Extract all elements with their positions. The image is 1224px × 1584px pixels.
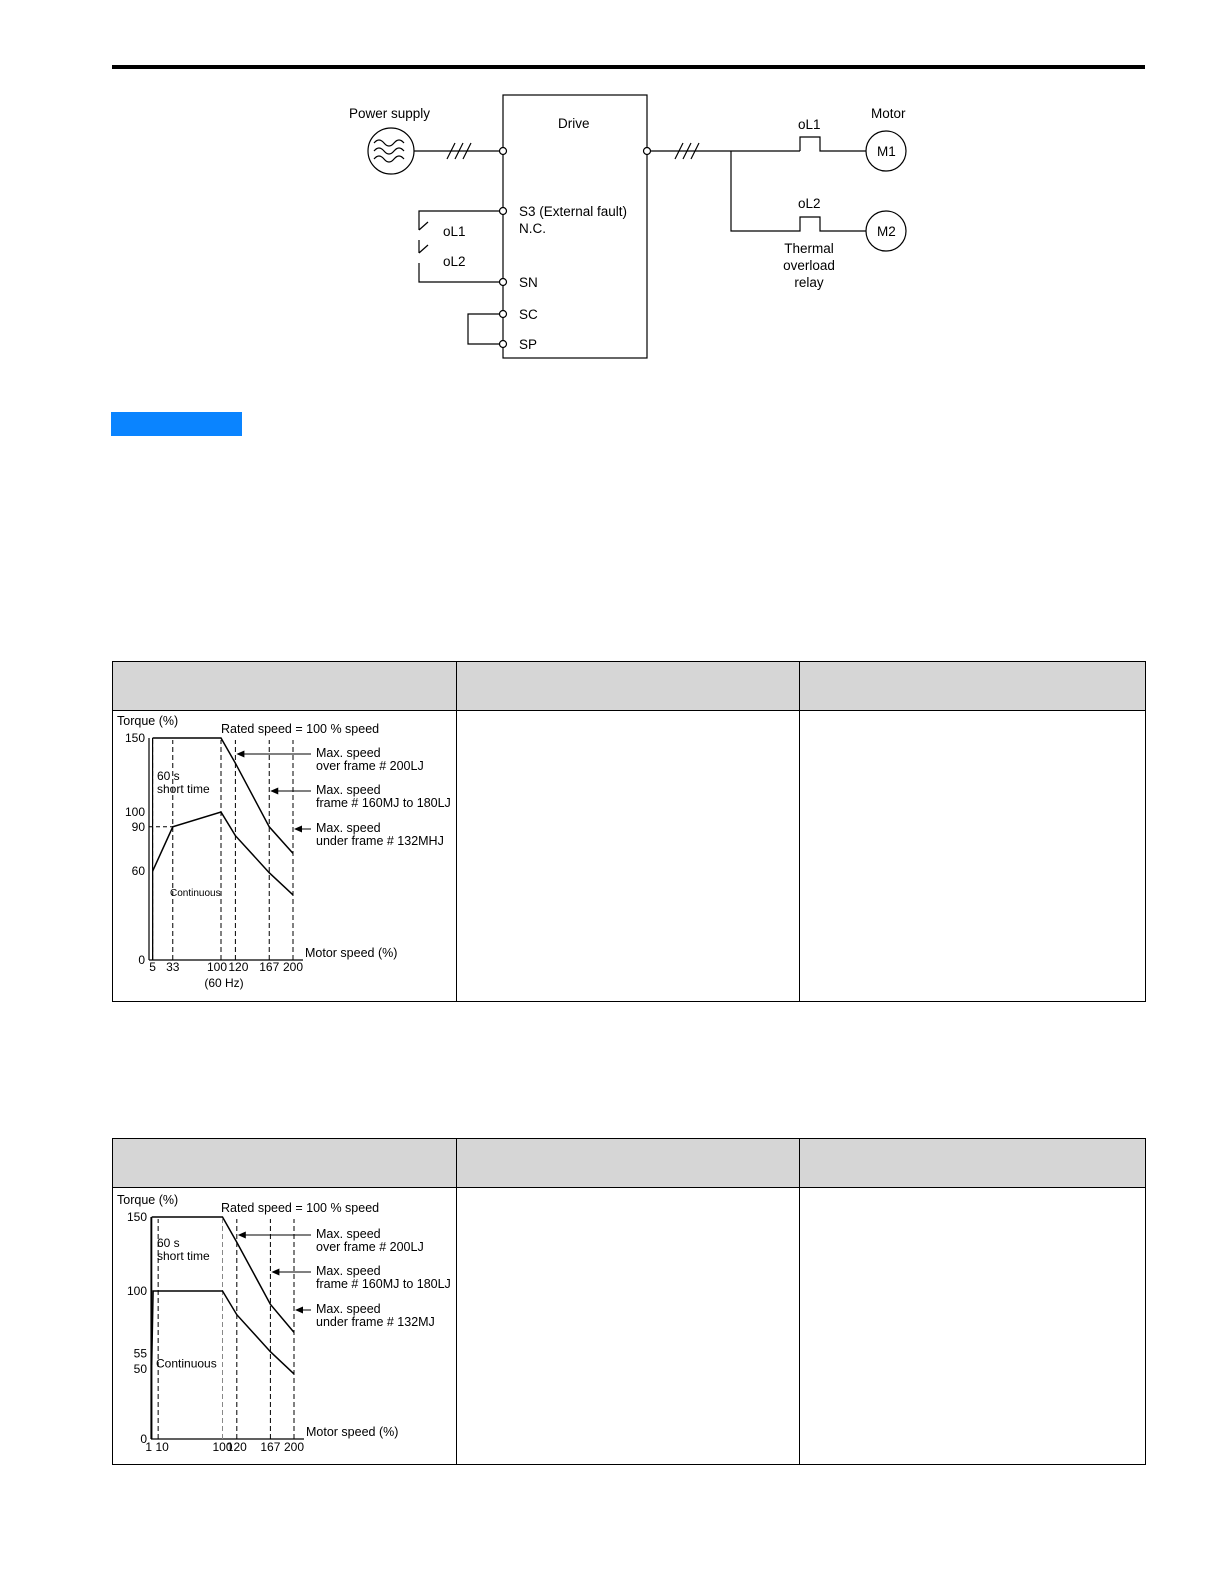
annotation-label: Max. speed bbox=[316, 1302, 381, 1316]
table1-header-3 bbox=[799, 661, 1146, 711]
annotation-label: frame # 160MJ to 180LJ bbox=[316, 1277, 451, 1291]
annotation-arrow-icon bbox=[237, 1231, 246, 1239]
y-tick-label: 90 bbox=[132, 820, 146, 834]
short-time-label-1: 60 s bbox=[157, 1236, 180, 1250]
series-line-short-time bbox=[151, 1216, 295, 1333]
annotation-arrow-icon bbox=[236, 750, 245, 758]
continuous-label: Continuous bbox=[156, 1357, 217, 1371]
top-rule bbox=[112, 65, 1145, 69]
table1-header-1 bbox=[112, 661, 457, 711]
annotation-label: under frame # 132MHJ bbox=[316, 834, 444, 848]
continuous-label: Continuous bbox=[170, 888, 221, 899]
relay-label-3: relay bbox=[794, 275, 824, 290]
table2-header-1 bbox=[112, 1138, 457, 1188]
rated-speed-label: Rated speed = 100 % speed bbox=[221, 1201, 379, 1215]
x-axis-title: Motor speed (%) bbox=[306, 1425, 398, 1439]
x-tick-label: 5 bbox=[149, 960, 156, 974]
y-axis-title: Torque (%) bbox=[117, 714, 178, 728]
table2-header-3 bbox=[799, 1138, 1146, 1188]
y-tick-label: 100 bbox=[127, 1284, 147, 1298]
drive-box bbox=[502, 94, 648, 359]
x-tick-label: 120 bbox=[228, 960, 248, 974]
x-tick-label: 100 bbox=[207, 960, 227, 974]
y-tick-label: 55 bbox=[134, 1347, 148, 1361]
sn-label: SN bbox=[519, 275, 538, 290]
series-line-continuous bbox=[151, 811, 294, 896]
ol2-label: oL2 bbox=[798, 196, 821, 211]
short-time-label-2: short time bbox=[157, 782, 210, 796]
sp-label: SP bbox=[519, 337, 537, 352]
wiring-diagram: Power supply Drive Motor oL1 oL2 M1 M2 S… bbox=[349, 94, 907, 359]
table1-cell-3 bbox=[799, 710, 1146, 1002]
relay-label-1: Thermal bbox=[784, 241, 834, 256]
annotation-label: Max. speed bbox=[316, 1264, 381, 1278]
x-note-label: (60 Hz) bbox=[204, 976, 243, 990]
ol1-label: oL1 bbox=[798, 117, 821, 132]
s3-label: S3 (External fault) bbox=[519, 204, 627, 219]
power-supply-icon bbox=[367, 127, 415, 175]
y-tick-label: 60 bbox=[132, 864, 146, 878]
series-line-continuous bbox=[150, 1290, 295, 1375]
annotation-label: frame # 160MJ to 180LJ bbox=[316, 796, 451, 810]
x-tick-label: 100 bbox=[212, 1440, 232, 1454]
y-tick-label: 100 bbox=[125, 805, 145, 819]
x-tick-label: 167 bbox=[260, 1440, 280, 1454]
annotation-label: Max. speed bbox=[316, 1227, 381, 1241]
motor-m1-icon bbox=[865, 130, 907, 172]
x-tick-label: 33 bbox=[166, 960, 180, 974]
y-tick-label: 0 bbox=[140, 1432, 147, 1446]
annotation-label: Max. speed bbox=[316, 821, 381, 835]
table2-cell-3 bbox=[799, 1187, 1146, 1465]
nc-label: N.C. bbox=[519, 221, 546, 236]
x-tick-label: 120 bbox=[227, 1440, 247, 1454]
annotation-label: over frame # 200LJ bbox=[316, 1240, 424, 1254]
rated-speed-label: Rated speed = 100 % speed bbox=[221, 722, 379, 736]
m1-label: M1 bbox=[877, 144, 896, 159]
x-tick-label: 1 bbox=[145, 1440, 152, 1454]
x-axis-title: Motor speed (%) bbox=[305, 946, 397, 960]
y-tick-label: 0 bbox=[138, 953, 145, 967]
x-tick-label: 200 bbox=[283, 960, 303, 974]
annotation-label: over frame # 200LJ bbox=[316, 759, 424, 773]
short-time-label-1: 60 s bbox=[157, 769, 180, 783]
annotation-label: Max. speed bbox=[316, 746, 381, 760]
annotation-label: Max. speed bbox=[316, 783, 381, 797]
contact-ol2-label: oL2 bbox=[443, 254, 466, 269]
table2-cell-2 bbox=[456, 1187, 800, 1465]
annotation-arrow-icon bbox=[270, 787, 279, 795]
contact-ol1-label: oL1 bbox=[443, 224, 466, 239]
annotation-arrow-icon bbox=[295, 1306, 303, 1314]
sc-label: SC bbox=[519, 307, 538, 322]
y-tick-label: 150 bbox=[127, 1210, 147, 1224]
y-tick-label: 150 bbox=[125, 731, 145, 745]
relay-label-2: overload bbox=[783, 258, 835, 273]
motor-m2-icon bbox=[865, 210, 907, 252]
notice-bar bbox=[111, 412, 242, 436]
motor-label: Motor bbox=[871, 106, 906, 121]
drive-label: Drive bbox=[558, 116, 590, 131]
annotation-label: under frame # 132MJ bbox=[316, 1315, 435, 1329]
table1-header-2 bbox=[456, 661, 800, 711]
short-time-label-2: short time bbox=[157, 1249, 210, 1263]
x-tick-label: 167 bbox=[259, 960, 279, 974]
table2-header-2 bbox=[456, 1138, 800, 1188]
series-line-short-time bbox=[152, 737, 294, 854]
m2-label: M2 bbox=[877, 224, 896, 239]
annotation-arrow-icon bbox=[271, 1268, 280, 1276]
table1-cell-2 bbox=[456, 710, 800, 1002]
y-tick-label: 50 bbox=[134, 1362, 148, 1376]
x-tick-label: 10 bbox=[155, 1440, 169, 1454]
power-supply-label: Power supply bbox=[349, 106, 430, 121]
y-axis-title: Torque (%) bbox=[117, 1193, 178, 1207]
x-tick-label: 200 bbox=[284, 1440, 304, 1454]
annotation-arrow-icon bbox=[294, 825, 302, 833]
